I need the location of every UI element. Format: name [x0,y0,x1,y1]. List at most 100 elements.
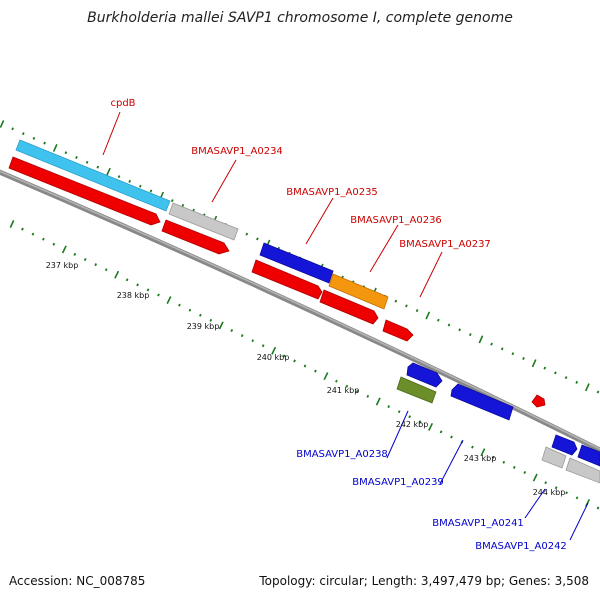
gene-A0236[interactable] [328,273,389,310]
inner-tick [230,328,234,333]
scale-label-239: 239 kbp [187,322,220,331]
outer-tick [425,311,431,320]
scale-label-238: 238 kbp [117,291,150,300]
outer-tick [575,380,579,384]
outer-tick [543,366,547,370]
outer-tick-ring [0,120,600,394]
gene-A0235[interactable] [259,242,334,284]
outer-tick [490,342,493,346]
inner-tick [271,346,277,355]
outer-tick [21,132,25,136]
gene-reverse-1[interactable] [406,362,443,388]
gene-gray-A0242[interactable] [565,457,600,484]
outer-tick [117,175,121,179]
label-A0241[interactable]: BMASAVP1_A0241 [432,518,524,529]
inner-tick [575,496,579,500]
outer-tick [596,390,600,394]
outer-tick [405,304,408,308]
cds-A0237[interactable] [382,319,414,342]
inner-tick [512,465,516,469]
scale-label-240: 240 kbp [257,353,290,362]
scale-labels: 237 kbp 238 kbp 239 kbp 240 kbp 241 kbp … [46,261,566,497]
map-title: Burkholderia mallei SAVP1 chromosome I, … [87,10,513,26]
inner-tick [345,384,349,388]
inner-tick [52,242,56,246]
cds-A0234[interactable] [161,219,230,255]
gene-edge-blue[interactable] [577,444,600,467]
label-A0234[interactable]: BMASAVP1_A0234 [191,146,283,157]
inner-tick [523,470,527,475]
inner-tick [471,445,474,449]
outer-tick [139,184,142,188]
gene-A0241[interactable] [551,434,578,456]
accession-text: Accession: NC_008785 [9,574,146,588]
inner-tick [73,252,77,256]
cds-cpdB[interactable] [8,156,161,226]
gene-gray-A0241[interactable] [541,446,567,469]
inner-tick [323,372,329,381]
label-A0238[interactable]: BMASAVP1_A0238 [296,449,388,460]
outer-tick [0,120,5,128]
inner-tick [366,394,370,398]
label-A0235[interactable]: BMASAVP1_A0235 [286,187,378,198]
inner-tick [21,227,24,231]
inner-tick [502,460,506,464]
inner-tick [261,344,265,348]
inner-tick [387,405,391,409]
inner-tick [544,481,548,485]
cds-A0235[interactable] [251,259,323,300]
inner-tick [418,420,422,424]
inner-tick [198,313,202,317]
outer-tick [554,371,557,375]
inner-tick [9,220,15,228]
gene-A0234[interactable] [168,202,239,241]
label-A0239[interactable]: BMASAVP1_A0239 [352,477,444,488]
label-A0242[interactable]: BMASAVP1_A0242 [475,541,567,552]
gene-A0238[interactable] [396,376,437,404]
inner-tick [83,257,87,262]
backbone-track [0,169,600,453]
backbone-highlight [0,170,600,450]
outer-tick [256,237,259,241]
inner-tick [428,422,434,431]
outer-tick [85,160,89,164]
scale-label-241: 241 kbp [327,386,360,395]
outer-tick [437,318,440,322]
inner-tick [491,455,495,459]
inner-tick [532,473,538,482]
inner-tick [282,354,286,358]
outer-tick [458,328,461,332]
inner-tick [209,318,213,322]
inner-tick [303,364,307,368]
outer-tick [75,156,78,159]
outer-tick [149,189,153,193]
inner-tick [355,389,359,393]
cds-A0236[interactable] [319,289,379,325]
inner-tick [31,232,35,236]
outer-tick [11,127,14,131]
genome-summary-text: Topology: circular; Length: 3,497,479 bp… [259,574,589,588]
inner-tick [450,435,453,439]
gene-labels: cpdB BMASAVP1_A0234 BMASAVP1_A0235 BMASA… [110,98,566,552]
gene-A0239[interactable] [450,383,514,421]
inner-tick [335,379,338,383]
label-A0237[interactable]: BMASAVP1_A0237 [399,239,491,250]
scale-label-237: 237 kbp [46,261,79,270]
inner-tick [188,308,192,312]
inner-tick [554,486,558,490]
inner-tick [114,270,120,279]
label-A0236[interactable]: BMASAVP1_A0236 [350,215,442,226]
inner-tick [397,410,401,414]
outer-tick [245,232,249,236]
inner-tick [218,321,224,330]
cds-small-red[interactable] [531,394,546,408]
outer-tick [447,323,451,327]
label-cpdB[interactable]: cpdB [110,98,135,109]
outer-tick [128,179,132,183]
gene-cpdB[interactable] [15,139,171,212]
inner-tick [314,369,317,373]
leader-lines [102,111,589,541]
feature-track [8,139,600,484]
outer-tick [52,143,58,152]
outer-tick [584,383,590,392]
